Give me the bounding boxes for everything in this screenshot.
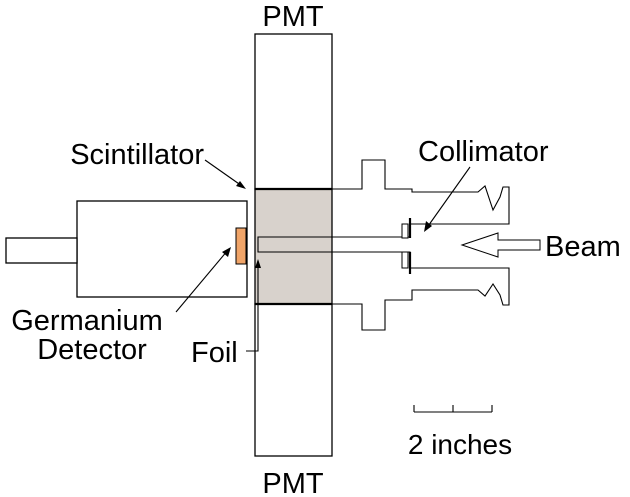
- germanium-label-line2: Detector: [37, 334, 147, 366]
- germanium-detector-stem: [5, 237, 78, 264]
- scale-label: 2 inches: [408, 429, 512, 460]
- arrowhead-icon: [236, 181, 246, 189]
- pmt-tube-top: [254, 33, 333, 190]
- arrowhead-icon: [424, 221, 432, 232]
- scintillator-block: [254, 188, 333, 305]
- pmt-tube-bottom: [254, 303, 333, 457]
- foil-leader-line: [246, 265, 259, 352]
- collimator-leader-line: [425, 166, 471, 230]
- pmt-bottom-label: PMT: [262, 468, 324, 497]
- collimator-plate-bottom: [401, 251, 409, 269]
- arrowhead-icon: [255, 259, 261, 268]
- germanium-detector-body: [76, 200, 248, 298]
- foil-label: Foil: [191, 337, 238, 369]
- germanium-leader-line: [175, 249, 229, 313]
- scintillator-label: Scintillator: [70, 139, 204, 171]
- scintillator-leader-line: [204, 159, 243, 187]
- collimator-housing: [257, 159, 510, 331]
- collimator-plate-top: [401, 223, 409, 239]
- pmt-top-label: PMT: [262, 1, 324, 33]
- beam-arrow-icon: [460, 232, 541, 258]
- germanium-label-line1: Germanium: [11, 305, 163, 337]
- beam-label: Beam: [545, 231, 621, 263]
- arrowhead-icon: [222, 247, 231, 257]
- germanium-crystal: [235, 227, 247, 265]
- collimator-label: Collimator: [418, 136, 549, 168]
